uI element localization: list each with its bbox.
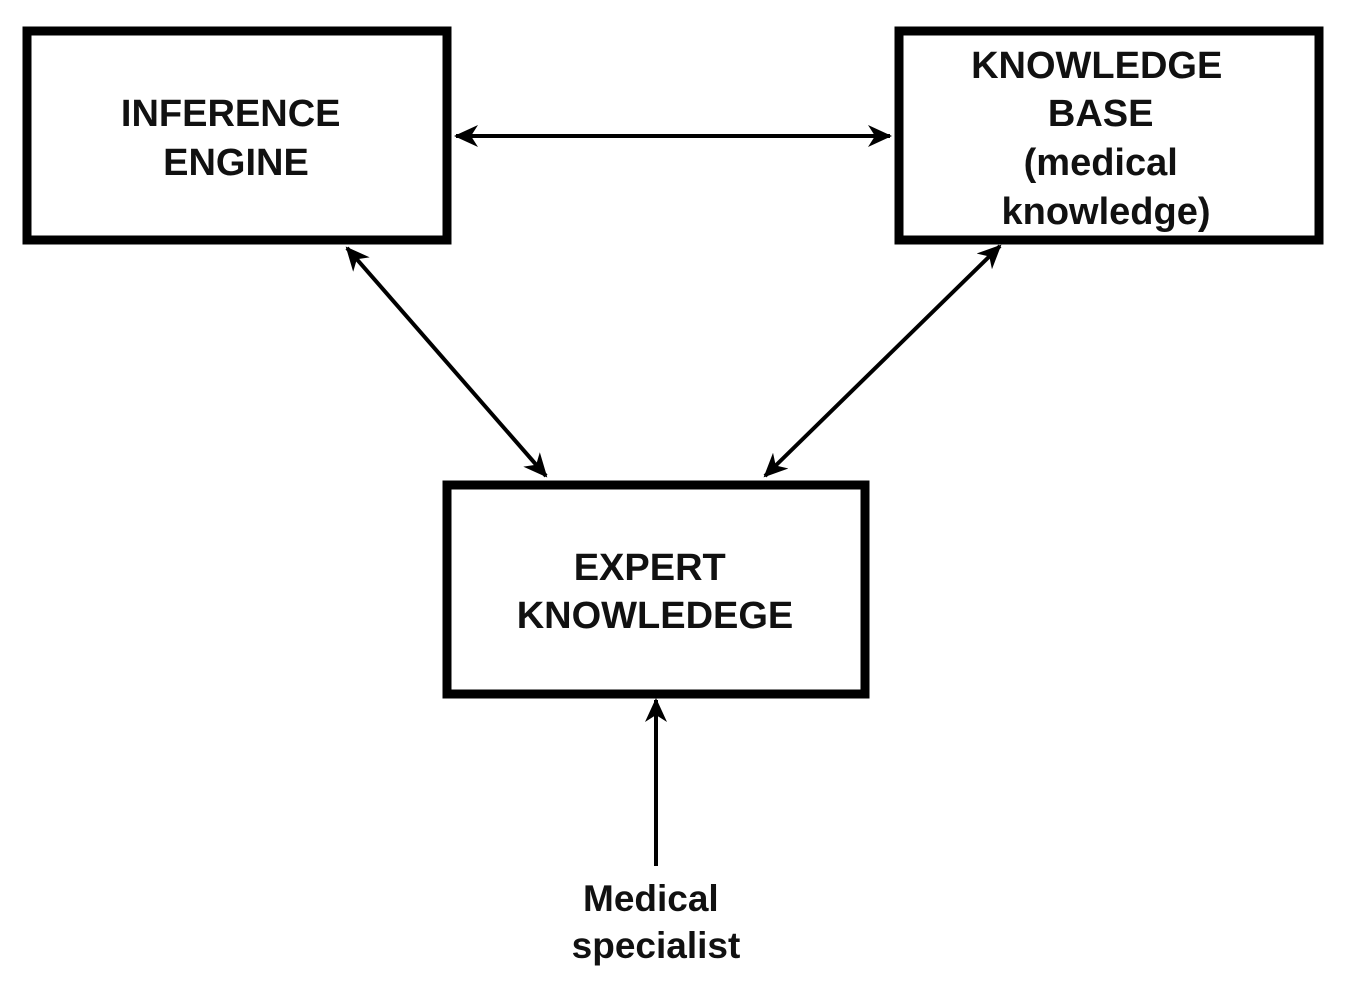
node-knowledge-base: KNOWLEDGE BASE (medical knowledge): [894, 26, 1324, 245]
edge-knowledge-base-expert-knowledge: [763, 244, 1002, 478]
expert-knowledge-label: EXPERT KNOWLEDEGE: [517, 547, 794, 637]
knowledge-base-line-4: knowledge): [1001, 191, 1210, 233]
knowledge-base-label: KNOWLEDGE BASE (medical knowledge): [971, 45, 1233, 233]
knowledge-base-line-3: (medical: [1024, 142, 1178, 184]
expert-knowledge-line-1: EXPERT: [574, 547, 726, 589]
expert-knowledge-line-2: KNOWLEDEGE: [517, 595, 794, 637]
medical-specialist-line-2: specialist: [572, 925, 741, 966]
medical-specialist-line-1: Medical: [583, 878, 719, 919]
edge-inference-expert-knowledge: [345, 246, 548, 478]
knowledge-base-line-2: BASE: [1048, 93, 1154, 135]
medical-specialist-label: Medical specialist: [572, 878, 741, 966]
knowledge-base-line-1: KNOWLEDGE: [971, 45, 1222, 87]
inference-engine-line-2: ENGINE: [163, 142, 309, 184]
inference-engine-line-1: INFERENCE: [121, 93, 341, 135]
node-expert-knowledge: EXPERT KNOWLEDEGE: [442, 480, 870, 699]
node-inference-engine: INFERENCE ENGINE: [22, 26, 452, 245]
inference-engine-label: INFERENCE ENGINE: [121, 93, 351, 184]
